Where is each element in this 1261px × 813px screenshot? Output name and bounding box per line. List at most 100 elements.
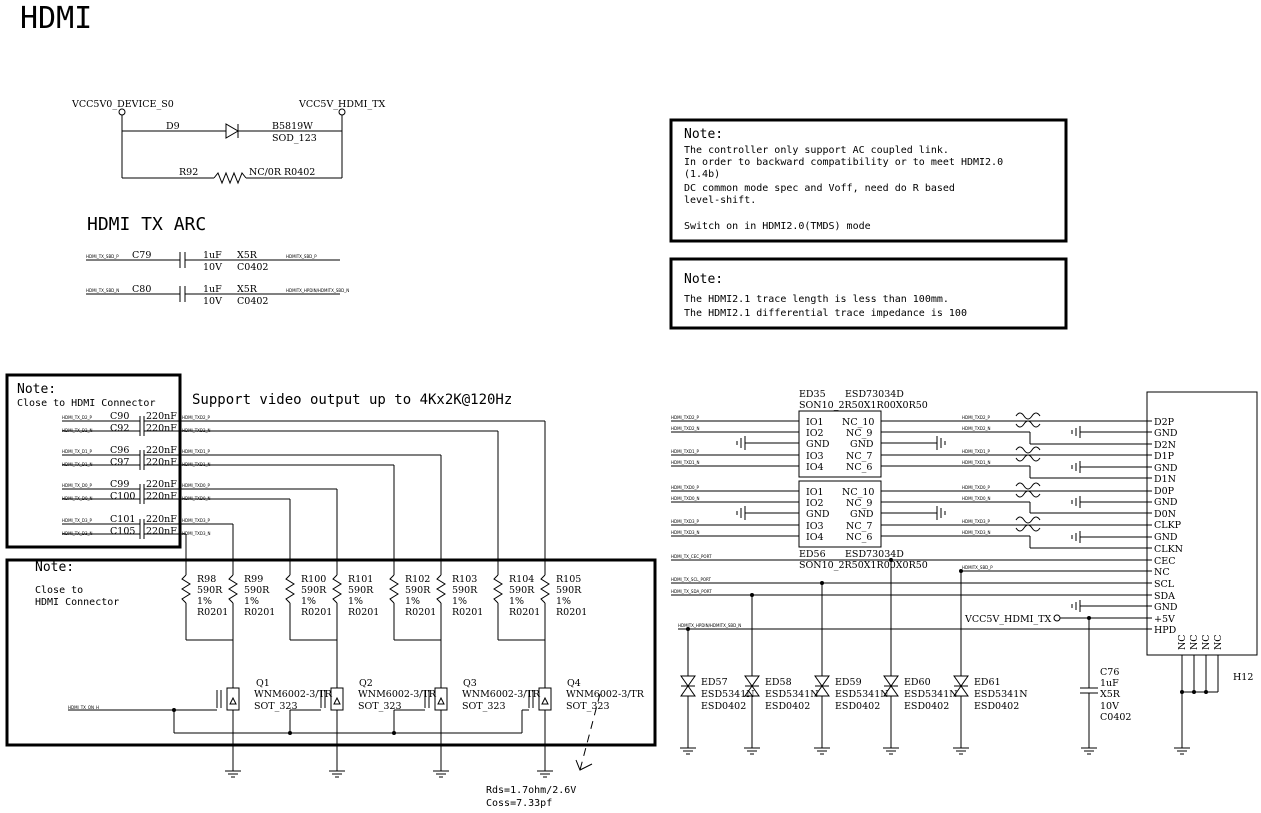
svg-text:HDMI_TX_D1_N: HDMI_TX_D1_N <box>62 462 93 467</box>
svg-text:C92: C92 <box>110 423 129 434</box>
esd-chip-ed56: IO1 IO2 GND IO3 IO4 NC_10 NC_9 GND NC_7 … <box>798 480 928 571</box>
svg-text:HDMI_TXD1_N: HDMI_TXD1_N <box>182 462 211 467</box>
note-cap-box <box>5 373 182 549</box>
svg-text:C99: C99 <box>110 479 129 490</box>
svg-text:HDMI_TX_CEC_PORT: HDMI_TX_CEC_PORT <box>671 554 712 559</box>
esd-left-nets: HDMI_TXD2_P HDMI_TXD2_N HDMI_TXD1_P HDMI… <box>671 415 799 537</box>
svg-text:ESD5341N: ESD5341N <box>835 689 889 700</box>
svg-text:590R: 590R <box>452 585 478 596</box>
svg-text:1%: 1% <box>197 596 212 607</box>
svg-text:NC_9: NC_9 <box>846 498 872 509</box>
svg-text:X5R: X5R <box>237 284 258 295</box>
svg-text:590R: 590R <box>301 585 327 596</box>
svg-text:GND: GND <box>1154 532 1178 543</box>
svg-text:1uF: 1uF <box>1100 678 1119 689</box>
svg-text:R100: R100 <box>301 574 326 585</box>
cap-c76: C76 1uF X5R 10V C0402 <box>1080 618 1131 755</box>
svg-text:R104: R104 <box>509 574 534 585</box>
svg-text:NC_6: NC_6 <box>846 462 872 473</box>
svg-text:The HDMI2.1 differential trace: The HDMI2.1 differential trace impedance… <box>684 308 967 319</box>
svg-text:HDMI_TX_SBD_P: HDMI_TX_SBD_P <box>86 254 119 259</box>
svg-text:(1.4b): (1.4b) <box>684 169 720 180</box>
svg-text:R0201: R0201 <box>348 607 379 618</box>
svg-text:1%: 1% <box>348 596 363 607</box>
svg-text:GND: GND <box>806 439 830 450</box>
svg-text:1%: 1% <box>452 596 467 607</box>
svg-text:R0201: R0201 <box>405 607 436 618</box>
hdmi-connector: D2P GND D2N D1P GND D1N D0P GND D0N CLKP… <box>1146 391 1258 755</box>
svg-text:C80: C80 <box>132 284 151 295</box>
svg-text:HDMI_TXD2_N: HDMI_TXD2_N <box>962 426 991 431</box>
svg-text:NC: NC <box>1154 567 1170 578</box>
svg-text:R102: R102 <box>405 574 430 585</box>
svg-text:+5V: +5V <box>1154 614 1175 625</box>
svg-text:ESD5341N: ESD5341N <box>974 689 1028 700</box>
svg-text:ED61: ED61 <box>974 677 1001 688</box>
svg-text:GND: GND <box>850 509 874 520</box>
svg-text:In order to backward compatibi: In order to backward compatibility or to… <box>684 157 1003 168</box>
svg-text:ED57: ED57 <box>701 677 728 688</box>
svg-text:HDMI_TXD2_P: HDMI_TXD2_P <box>182 415 211 420</box>
svg-text:IO2: IO2 <box>806 428 824 439</box>
svg-text:IO4: IO4 <box>806 532 824 543</box>
svg-text:NC_10: NC_10 <box>842 487 874 498</box>
svg-text:WNM6002-3/TR: WNM6002-3/TR <box>566 689 645 700</box>
svg-text:ESD5341N: ESD5341N <box>904 689 958 700</box>
svg-text:IO1: IO1 <box>806 487 824 498</box>
svg-text:R103: R103 <box>452 574 477 585</box>
svg-text:R105: R105 <box>556 574 581 585</box>
svg-text:D0N: D0N <box>1154 509 1176 520</box>
svg-text:X5R: X5R <box>237 250 258 261</box>
svg-text:IO4: IO4 <box>806 462 824 473</box>
svg-text:NC_6: NC_6 <box>846 532 872 543</box>
svg-text:IO2: IO2 <box>806 498 824 509</box>
svg-text:HDMI_TXD2_N: HDMI_TXD2_N <box>671 426 700 431</box>
svg-text:C76: C76 <box>1100 667 1119 678</box>
svg-text:Note:: Note: <box>684 127 723 142</box>
support-text: Support video output up to 4Kx2K@120Hz <box>192 392 512 408</box>
svg-text:590R: 590R <box>556 585 582 596</box>
svg-text:590R: 590R <box>509 585 535 596</box>
svg-text:ESD5341N: ESD5341N <box>765 689 819 700</box>
svg-text:HDMI_TXD0_N: HDMI_TXD0_N <box>962 496 991 501</box>
svg-text:GND: GND <box>850 439 874 450</box>
svg-text:Q2: Q2 <box>359 678 373 689</box>
res-val: NC/0R R0402 <box>249 167 315 178</box>
svg-text:HDMI_TXD3_N: HDMI_TXD3_N <box>671 530 700 535</box>
svg-text:HDMI_TXD3_P: HDMI_TXD3_P <box>962 519 991 524</box>
svg-text:HDMI_TXD0_P: HDMI_TXD0_P <box>671 485 700 490</box>
svg-text:HDMI_TXD3_P: HDMI_TXD3_P <box>182 518 211 523</box>
svg-text:GND: GND <box>806 509 830 520</box>
power-section: VCC5V0_DEVICE_S0 VCC5V_HDMI_TX D9 B5819W… <box>71 99 386 185</box>
svg-text:Q4: Q4 <box>567 678 581 689</box>
note-ac-coupling: Note: The controller only support AC cou… <box>669 118 1068 243</box>
svg-text:NC_10: NC_10 <box>842 417 874 428</box>
svg-text:R0201: R0201 <box>509 607 540 618</box>
svg-text:SON10_2R50X1R00X0R50: SON10_2R50X1R00X0R50 <box>799 400 928 411</box>
svg-text:HDMI_TX_SDA_PORT: HDMI_TX_SDA_PORT <box>671 589 712 594</box>
svg-text:HDMI_TXD2_N: HDMI_TXD2_N <box>182 428 211 433</box>
diode-d9-icon <box>225 123 239 139</box>
diode-ref: D9 <box>166 121 180 132</box>
svg-text:IO1: IO1 <box>806 417 824 428</box>
svg-text:NC_9: NC_9 <box>846 428 872 439</box>
arc-heading: HDMI TX ARC <box>87 214 206 235</box>
svg-text:HDMITX_SBD_P: HDMITX_SBD_P <box>962 565 993 570</box>
note-trace: Note: The HDMI2.1 trace length is less t… <box>669 257 1068 330</box>
svg-text:Close to: Close to <box>35 585 83 596</box>
svg-text:ESD0402: ESD0402 <box>974 701 1019 712</box>
svg-text:Note:: Note: <box>35 560 74 575</box>
svg-text:C90: C90 <box>110 411 129 422</box>
svg-text:HDMI_TX_D2_N: HDMI_TX_D2_N <box>62 428 93 433</box>
note3-heading: Note: <box>17 382 56 397</box>
svg-text:The HDMI2.1 trace length is le: The HDMI2.1 trace length is less than 10… <box>684 294 949 305</box>
svg-text:10V: 10V <box>203 296 222 307</box>
tx-on-net: HDMI_TX_ON_H <box>68 705 99 710</box>
svg-text:HDMI_TX_SCL_PORT: HDMI_TX_SCL_PORT <box>671 577 712 582</box>
q3: Q3 WNM6002-3/TR SOT_323 <box>393 640 541 765</box>
svg-text:WNM6002-3/TR: WNM6002-3/TR <box>462 689 541 700</box>
vcc-in-label: VCC5V0_DEVICE_S0 <box>71 99 174 110</box>
svg-text:HDMI_TXD1_N: HDMI_TXD1_N <box>671 460 700 465</box>
